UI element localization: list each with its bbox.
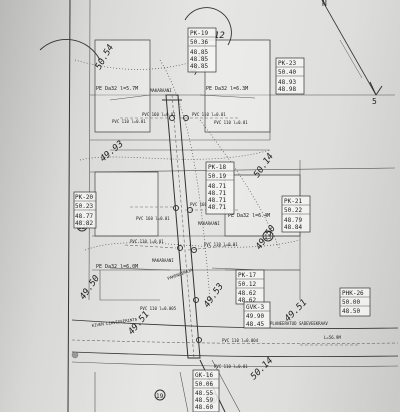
- pipe-label: PVC 110 l=0.01: [130, 239, 164, 244]
- pipe-label: PVC 160 l=0.01: [136, 216, 170, 221]
- pk-box-title: GK-16: [195, 372, 213, 379]
- pk-box-title: PHK-26: [342, 290, 364, 297]
- pk-box-title: PK-23: [278, 60, 296, 67]
- pk-level: 50.22: [284, 207, 302, 214]
- area-label: MAKARAANI: [198, 221, 220, 226]
- pk-level: 48.84: [284, 224, 302, 231]
- pk-box-20: PK-20 50.23 48.77 48.82: [73, 191, 97, 229]
- punch-hole: [71, 351, 79, 359]
- pk-level: 50.40: [278, 69, 296, 76]
- area-label: MAKARAANI: [150, 88, 172, 93]
- pk-level: 48.71: [208, 204, 226, 211]
- pk-level: 48.60: [195, 404, 213, 411]
- contour-label: 49.93: [99, 139, 126, 164]
- pipe-label: PE Da32 l=5.7M: [96, 86, 138, 92]
- pk-level: 48.71: [208, 197, 226, 204]
- pipe-label: PVC 110 l=0.01: [214, 120, 248, 125]
- contour-label: 49.53: [202, 282, 226, 310]
- north-label: N: [322, 0, 327, 8]
- phk-box-26: PHK-26 50.00 48.50: [339, 287, 371, 317]
- pk-box-21: PK-21 50.22 48.79 48.84: [281, 195, 311, 233]
- pk-level: 50.36: [190, 39, 208, 46]
- pk-level: 50.19: [208, 173, 226, 180]
- gk-box-16: GK-16 50.06 48.55 48.59 48.60: [192, 369, 220, 412]
- margin-line: [67, 0, 71, 412]
- pk-level: 48.85: [190, 49, 208, 56]
- building-top-right: [204, 39, 271, 133]
- pk-box-19: PK-19 50.36 48.85 48.85 48.85: [187, 27, 217, 73]
- north-arrow: N 5: [321, 0, 383, 106]
- pk-box-title: PK-21: [284, 198, 302, 205]
- pk-level: 48.59: [195, 397, 213, 404]
- pipe-label: PVC 110 l=0.01: [192, 112, 226, 117]
- pk-level: 48.62: [238, 297, 256, 304]
- pk-level: 48.62: [238, 290, 256, 297]
- pk-level: 50.23: [75, 203, 93, 210]
- pk-level: 48.82: [75, 220, 93, 227]
- pk-box-title: PK-20: [75, 194, 93, 201]
- pk-box-title: GVK-3: [246, 304, 264, 311]
- pipe-label: PVC 110 l=0.005: [140, 306, 177, 311]
- pipe-label: PVC 110 l=0.01: [112, 119, 146, 124]
- pipe-label: PE Da32 l=6.0M: [96, 264, 138, 270]
- pk-level: 48.55: [195, 390, 213, 397]
- pk-box-title: PK-18: [208, 164, 226, 171]
- marker-label: 19: [156, 393, 164, 400]
- pk-level: 48.50: [342, 308, 360, 315]
- pk-level: 48.45: [246, 321, 264, 328]
- street-label: KIVEN LIKVIDEERINTA: [91, 317, 138, 328]
- contour-label: 49.50: [78, 274, 102, 302]
- pk-level: 48.79: [284, 217, 302, 224]
- pipe-label: L=56.9M: [324, 335, 341, 340]
- pk-level: 48.98: [278, 86, 296, 93]
- pipe-label: PE Da32 l=6.3M: [206, 86, 248, 92]
- building-top-left: [94, 39, 151, 133]
- pk-level: 50.06: [195, 381, 213, 388]
- scale-label: 5: [372, 97, 377, 106]
- marker-label: 13: [264, 234, 272, 241]
- pk-level: 48.93: [278, 79, 296, 86]
- main-sewer-corridor: [162, 94, 201, 359]
- building-mid-right: [224, 174, 301, 237]
- area-label: PLANEERATUD SADEVEEKRAAV: [270, 321, 328, 326]
- pk-level: 48.71: [208, 183, 226, 190]
- marker-label: 12: [214, 31, 225, 41]
- plot-boundary-left: [88, 0, 91, 301]
- pk-box-title: PK-19: [190, 30, 208, 37]
- pipe-label: PVC 110 l=0.01: [214, 364, 248, 369]
- pk-box-23: PK-23 50.40 48.93 48.98: [275, 57, 305, 95]
- pk-level: 48.77: [75, 213, 93, 220]
- pipe-label: PVC 160 l=0.01: [142, 112, 176, 117]
- gvk-box-3: GVK-3 49.90 48.45: [243, 301, 271, 329]
- contour-label: 50.14: [249, 356, 275, 382]
- pk-level: 48.71: [208, 190, 226, 197]
- pk-level: 48.85: [190, 63, 208, 70]
- pk-box-17: PK-17 50.12 48.62 48.62: [235, 269, 265, 305]
- pk-box-18: PK-18 50.19 48.71 48.71 48.71 48.71: [205, 161, 235, 215]
- pipe-label: PVC 110 l=0.01: [204, 242, 238, 247]
- pk-level: 50.12: [238, 281, 256, 288]
- pk-level: 49.90: [246, 313, 264, 320]
- area-label: MAKARAANI: [152, 258, 174, 263]
- pipe-label: PE Da32 l=6.4M: [228, 213, 270, 219]
- pk-box-title: PK-17: [238, 272, 256, 279]
- pk-level: 50.00: [342, 299, 360, 306]
- pipe-label: PVC 110 l=0.004: [222, 338, 259, 343]
- pk-level: 48.85: [190, 56, 208, 63]
- building-mid-left: [94, 171, 159, 237]
